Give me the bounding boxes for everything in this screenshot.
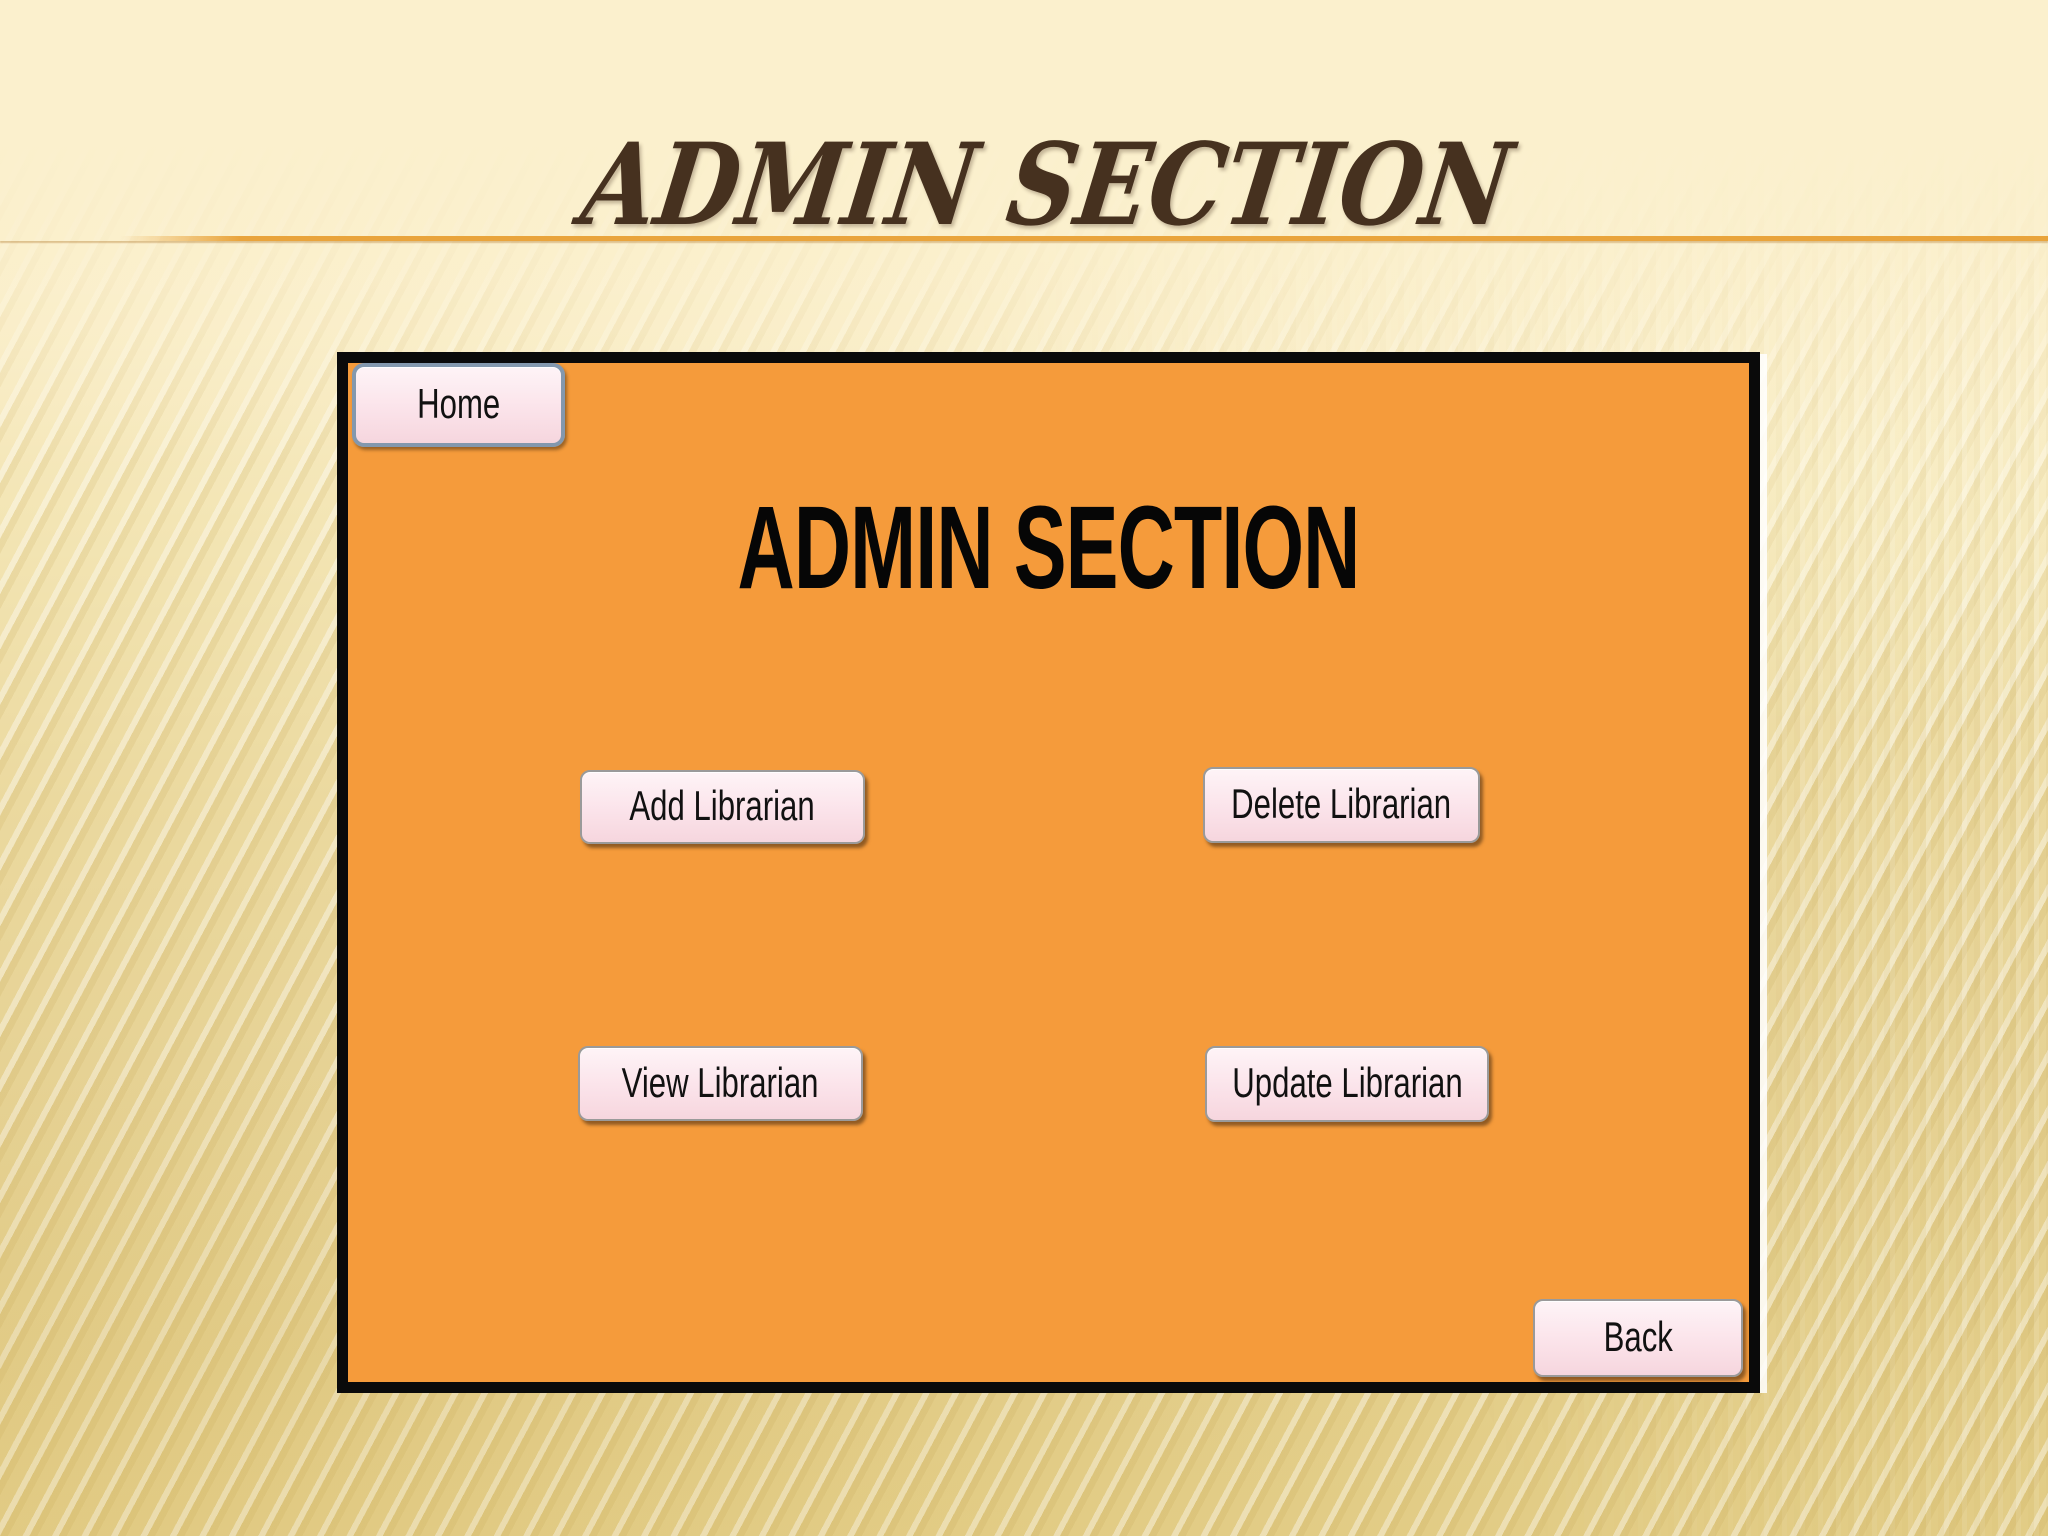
update-librarian-label: Update Librarian xyxy=(1231,1060,1463,1108)
panel-heading: ADMIN SECTION xyxy=(337,468,1760,628)
slide-title: ADMIN SECTION xyxy=(574,118,1520,251)
delete-librarian-button[interactable]: Delete Librarian xyxy=(1203,767,1480,843)
view-librarian-label: View Librarian xyxy=(622,1060,819,1107)
panel-heading-text: ADMIN SECTION xyxy=(737,481,1361,614)
back-button-label: Back xyxy=(1603,1314,1673,1362)
add-librarian-button[interactable]: Add Librarian xyxy=(580,770,865,844)
home-button[interactable]: Home xyxy=(352,363,565,447)
home-button-label: Home xyxy=(416,381,501,429)
panel-edge-sliver xyxy=(1760,354,1767,1393)
update-librarian-button[interactable]: Update Librarian xyxy=(1205,1046,1489,1122)
delete-librarian-label: Delete Librarian xyxy=(1231,781,1452,829)
view-librarian-button[interactable]: View Librarian xyxy=(578,1046,863,1121)
screenshot-green-artifact xyxy=(1760,424,1767,472)
back-button[interactable]: Back xyxy=(1533,1299,1743,1377)
admin-panel xyxy=(337,352,1760,1393)
title-underline-rule xyxy=(0,236,2048,241)
add-librarian-label: Add Librarian xyxy=(629,783,816,831)
